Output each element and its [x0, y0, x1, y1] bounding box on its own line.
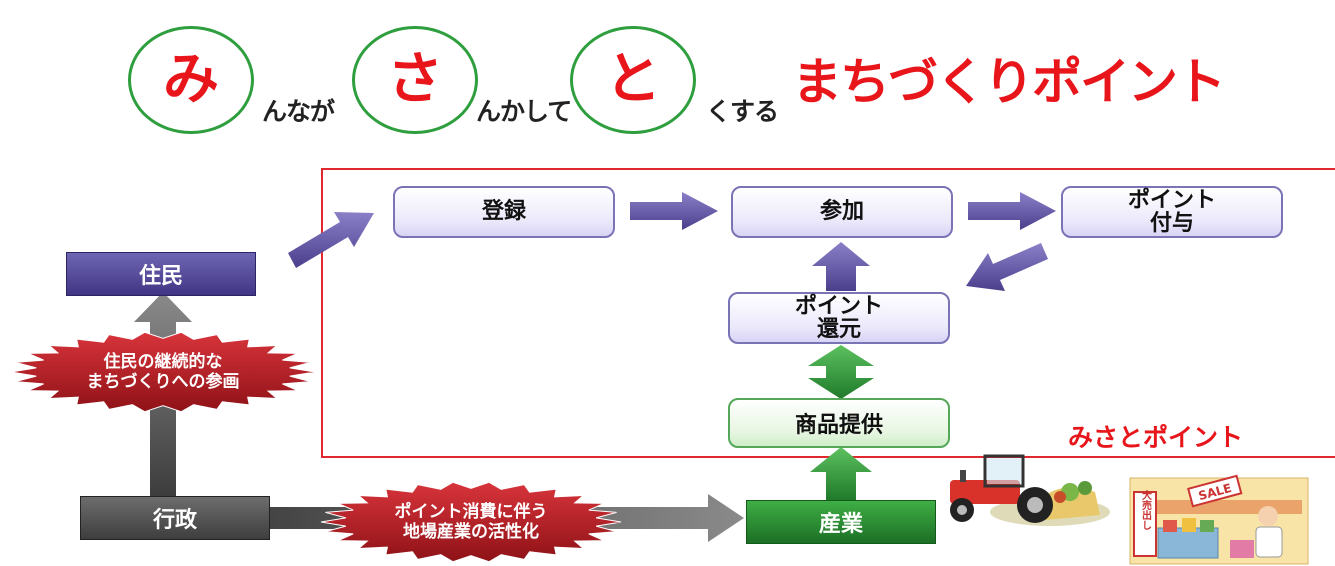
- burst-participation: [10, 331, 316, 413]
- shop-icon: 大売出し SALE: [1129, 474, 1309, 565]
- point-return-box: ポイント 還元: [728, 292, 950, 344]
- resident-label: 住民: [138, 264, 183, 289]
- industry-box: 産業: [746, 500, 936, 544]
- point-return-line1: ポイント: [794, 293, 883, 319]
- admin-label: 行政: [152, 508, 197, 533]
- industry-label: 産業: [818, 512, 863, 537]
- minna-text: んなが: [262, 97, 335, 126]
- to-char: と: [605, 47, 661, 112]
- point-grant-line1: ポイント: [1127, 187, 1216, 213]
- point-grant-line2: 付与: [1149, 211, 1194, 236]
- shop-sign-1: 大売出し: [1140, 489, 1152, 531]
- arrow-participate-to-grant: [968, 192, 1056, 230]
- register-box: 登録: [393, 186, 615, 238]
- arrow-grant-to-return: [966, 243, 1048, 291]
- sa-char: さ: [387, 47, 443, 112]
- arrow-register-to-participate: [630, 192, 718, 230]
- resident-box: 住民: [66, 252, 256, 296]
- page-title: まちづくりポイント: [792, 53, 1226, 111]
- burst-activation-line2: 地場産業の活性化: [403, 522, 539, 542]
- misato-point-frame: [321, 168, 1335, 458]
- participate-box: 参加: [731, 186, 953, 238]
- burst-participation-line2: まちづくりへの参画: [86, 372, 240, 392]
- to-circle: と: [570, 26, 696, 134]
- arrow-return-goods-double: [808, 345, 874, 399]
- register-label: 登録: [481, 199, 526, 225]
- tractor-icon: [950, 454, 1110, 526]
- burst-activation: [320, 481, 622, 563]
- arrow-industry-to-goods: [810, 447, 872, 500]
- mi-char: み: [163, 47, 219, 112]
- goods-label: 商品提供: [794, 413, 883, 438]
- mi-circle: み: [128, 26, 254, 134]
- participate-label: 参加: [819, 199, 864, 225]
- burst-activation-line1: ポイント消費に伴う: [394, 501, 548, 522]
- burst-participation-line1: 住民の継続的な: [103, 351, 223, 372]
- sanka-text: んかして: [476, 97, 572, 126]
- admin-box: 行政: [80, 496, 270, 540]
- point-grant-box: ポイント 付与: [1061, 186, 1283, 238]
- sa-circle: さ: [352, 26, 478, 134]
- arrow-return-to-participate: [812, 242, 870, 291]
- burst-participation-label: 住民の継続的な まちづくりへの参画: [28, 344, 298, 400]
- goods-box: 商品提供: [728, 398, 950, 448]
- point-return-line2: 還元: [816, 317, 861, 342]
- tokusuru-text: くする: [706, 97, 779, 126]
- burst-activation-label: ポイント消費に伴う 地場産業の活性化: [336, 494, 606, 550]
- arrow-resident-to-register: [288, 212, 374, 268]
- frame-label: みさとポイント: [1068, 423, 1244, 452]
